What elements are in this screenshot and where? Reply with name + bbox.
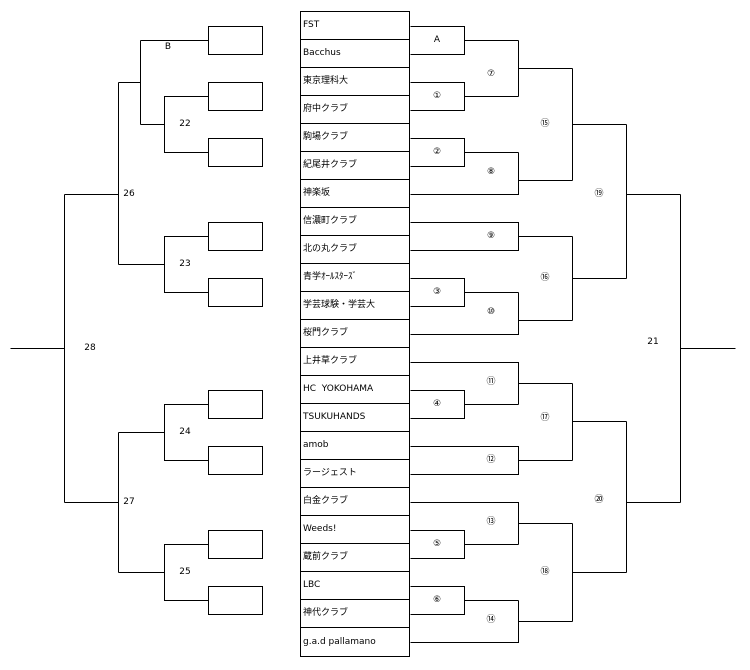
empty-slot-box xyxy=(208,222,263,251)
bracket-line-match-16 xyxy=(572,236,627,321)
bracket-line-match-8 xyxy=(410,152,573,195)
match-label: A xyxy=(433,35,441,45)
empty-slot-box xyxy=(208,26,263,55)
team-row: 紀尾井クラブ xyxy=(301,152,409,180)
match-label: ⑳ xyxy=(594,495,604,505)
team-row: 神楽坂 xyxy=(301,180,409,208)
team-row: TSUKUHANDS xyxy=(301,404,409,432)
match-label: ④ xyxy=(432,399,442,409)
bracket-line-match-b xyxy=(118,40,141,125)
team-row: 上井草クラブ xyxy=(301,348,409,376)
bracket-line-match-21 xyxy=(680,194,736,503)
team-row: 白金クラブ xyxy=(301,488,409,516)
empty-slot-box xyxy=(208,138,263,167)
match-label: ⑭ xyxy=(486,615,496,625)
team-row: 桜門クラブ xyxy=(301,320,409,348)
bracket-line-match-13 xyxy=(410,502,573,545)
bracket-line-match-a xyxy=(410,26,519,55)
match-label: ① xyxy=(432,91,442,101)
bracket-line-match-12 xyxy=(410,446,573,475)
match-label: ⑮ xyxy=(540,119,550,129)
bracket-line-match-5 xyxy=(410,530,519,559)
match-label: ⑨ xyxy=(486,231,496,241)
team-row: 蔵前クラブ xyxy=(301,544,409,572)
team-row: 府中クラブ xyxy=(301,96,409,124)
bracket-line-match-7 xyxy=(518,40,573,97)
bracket-line-match-9 xyxy=(410,222,573,251)
bracket-line-match-2 xyxy=(410,138,519,167)
team-row: Weeds! xyxy=(301,516,409,544)
bracket-line-match-1 xyxy=(410,82,519,111)
bracket-line-match-20 xyxy=(626,421,681,573)
bracket-line-match-27 xyxy=(64,432,119,573)
bracket-line-match-6 xyxy=(410,586,519,615)
bracket-line-match-23 xyxy=(118,236,209,293)
team-row: 青学ｵｰﾙｽﾀｰｽﾞ xyxy=(301,264,409,292)
team-row: LBC xyxy=(301,572,409,600)
match-label: ⑧ xyxy=(486,167,496,177)
team-list: FST Bacchus 東京理科大 府中クラブ 駒場クラブ 紀尾井クラブ 神楽坂… xyxy=(300,11,410,657)
match-label: ⑪ xyxy=(486,377,496,387)
team-row: 神代クラブ xyxy=(301,600,409,628)
bracket-line-match-11 xyxy=(410,362,573,405)
team-row: ラージェスト xyxy=(301,460,409,488)
bracket-line-match-19 xyxy=(626,124,681,279)
match-label: 27 xyxy=(123,497,135,507)
bracket-line-match-22 xyxy=(140,96,209,153)
team-row: Bacchus xyxy=(301,40,409,68)
match-label: ② xyxy=(432,147,442,157)
team-row: FST xyxy=(301,12,409,40)
match-label: 25 xyxy=(179,567,191,577)
bracket-line-match-10 xyxy=(410,292,573,335)
match-label: ⑱ xyxy=(540,567,550,577)
team-row: 駒場クラブ xyxy=(301,124,409,152)
bracket-line-match-14 xyxy=(410,600,573,643)
bracket-line-match-26 xyxy=(64,82,119,265)
team-row: g.a.d pallamano xyxy=(303,637,376,647)
bracket-line-match-3 xyxy=(410,278,519,307)
match-label: ⑦ xyxy=(486,69,496,79)
bracket-line-match-25 xyxy=(118,544,209,601)
match-label: 28 xyxy=(84,343,96,353)
match-label: 23 xyxy=(179,259,191,269)
empty-slot-box xyxy=(208,390,263,419)
match-label: 22 xyxy=(179,119,191,129)
bracket-line-match-24 xyxy=(118,404,209,461)
team-row: 東京理科大 xyxy=(301,68,409,96)
match-label: ⑥ xyxy=(432,595,442,605)
bracket-line-match-28 xyxy=(10,194,65,503)
empty-slot-box xyxy=(208,530,263,559)
match-label: ③ xyxy=(432,287,442,297)
bracket-line-match-15 xyxy=(572,68,627,181)
match-label: ⑲ xyxy=(594,189,604,199)
bracket-line-match-17 xyxy=(572,383,627,461)
empty-slot-box xyxy=(208,586,263,615)
match-label: ⑬ xyxy=(486,517,496,527)
match-label: ⑤ xyxy=(432,539,442,549)
empty-slot-box xyxy=(208,446,263,475)
team-row: 信濃町クラブ xyxy=(301,208,409,236)
bracket-line-match-18 xyxy=(572,523,627,622)
match-label: ⑩ xyxy=(486,307,496,317)
team-row: HC YOKOHAMA xyxy=(301,376,409,404)
match-label: 21 xyxy=(647,337,659,347)
team-row: 北の丸クラブ xyxy=(301,236,409,264)
match-label: ⑯ xyxy=(540,273,550,283)
bracket-line-match-4 xyxy=(410,390,519,419)
team-row: 学芸球験・学芸大 xyxy=(301,292,409,320)
match-label: ⑫ xyxy=(486,455,496,465)
team-row: amob xyxy=(301,432,409,460)
match-label: 26 xyxy=(123,189,135,199)
match-label: ⑰ xyxy=(540,413,550,423)
match-label: 24 xyxy=(179,427,191,437)
match-label: B xyxy=(164,42,172,52)
empty-slot-box xyxy=(208,82,263,111)
empty-slot-box xyxy=(208,278,263,307)
